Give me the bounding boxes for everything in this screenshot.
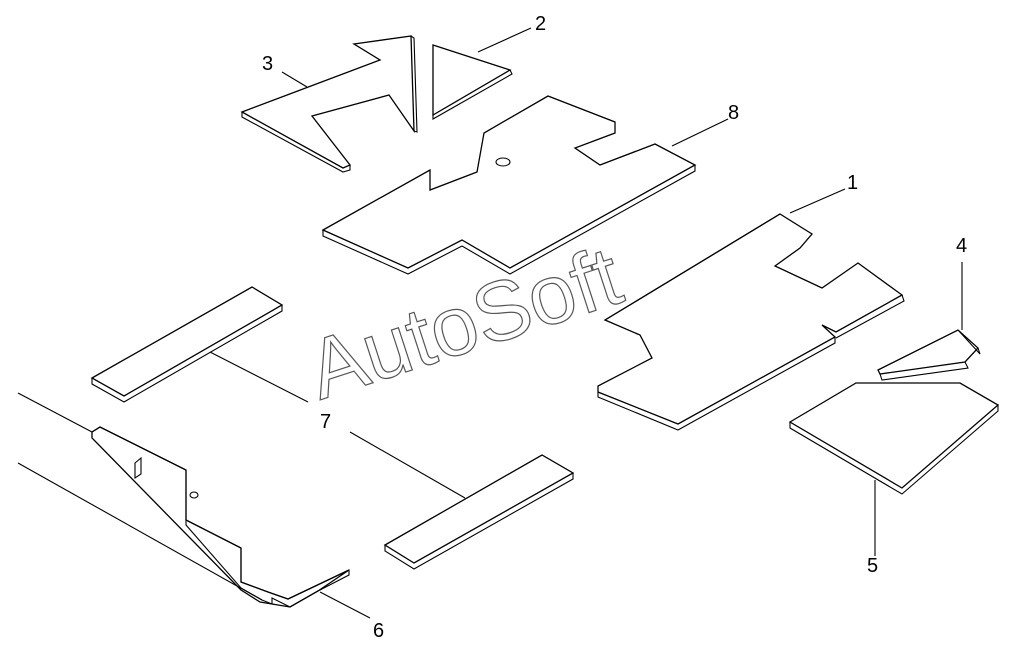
callout-7: 7 <box>320 411 331 433</box>
part-4-wedge-panel <box>877 329 981 381</box>
watermark: AutoSoft <box>297 228 632 417</box>
leader-lines <box>209 27 963 619</box>
part-7-lower-strip <box>383 454 575 570</box>
callout-5: 5 <box>867 555 878 577</box>
callout-1: 1 <box>847 172 858 194</box>
mounting-hole <box>495 157 511 167</box>
side-panel-hole <box>189 491 199 499</box>
callout-3: 3 <box>262 53 273 75</box>
callout-8: 8 <box>728 102 739 124</box>
callout-4: 4 <box>956 235 967 257</box>
callout-2: 2 <box>535 13 546 35</box>
callout-6: 6 <box>373 620 384 642</box>
part-3-arrow-panel <box>240 35 418 173</box>
part-7-upper-strip <box>90 286 284 403</box>
part-1-floor-panel <box>597 213 905 431</box>
part-6-side-panel <box>17 392 350 608</box>
part-2-triangle-panel <box>432 44 513 120</box>
part-8-floor-panel <box>321 95 697 275</box>
part-5-quad-panel <box>788 382 1000 495</box>
